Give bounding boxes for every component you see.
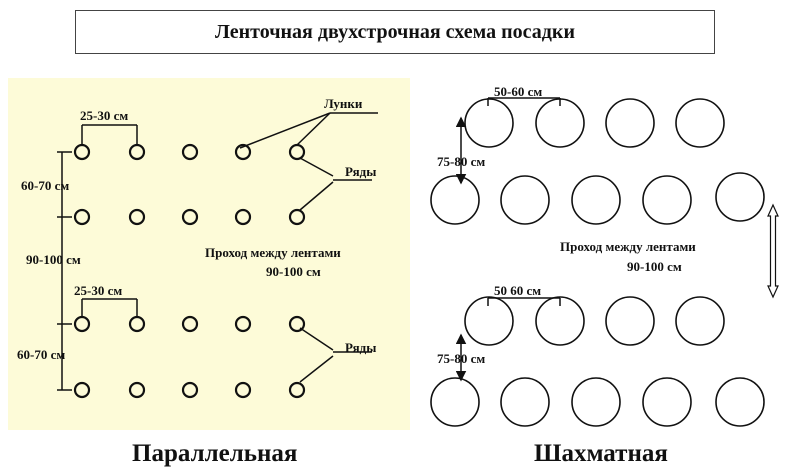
row-gap-label-top: 60-70 см bbox=[21, 178, 69, 193]
planting-hole bbox=[288, 143, 306, 161]
plant-circle bbox=[715, 377, 765, 427]
parallel-panel-background bbox=[8, 78, 410, 430]
hole-spacing-label-top: 25-30 см bbox=[80, 108, 128, 123]
staggered-dimension-lines bbox=[455, 97, 561, 382]
plant-circle bbox=[715, 172, 765, 222]
band-passage-arrow bbox=[767, 203, 779, 299]
planting-hole bbox=[128, 315, 146, 333]
planting-hole bbox=[73, 381, 91, 399]
hole-spacing-label-bottom: 25-30 см bbox=[74, 283, 122, 298]
planting-hole bbox=[234, 143, 252, 161]
parallel-passage-line1: Проход между лентами bbox=[205, 245, 341, 260]
plant-circle bbox=[605, 98, 655, 148]
planting-hole bbox=[234, 208, 252, 226]
planting-hole bbox=[128, 381, 146, 399]
staggered-spacing-label-bottom: 50 60 см bbox=[494, 283, 541, 298]
plant-circle bbox=[675, 98, 725, 148]
plant-circle bbox=[500, 175, 550, 225]
staggered-passage-line1: Проход между лентами bbox=[560, 239, 696, 254]
planting-hole bbox=[234, 381, 252, 399]
row-gap-label-bottom: 60-70 см bbox=[17, 347, 65, 362]
staggered-circles bbox=[430, 98, 765, 427]
plant-circle bbox=[535, 296, 585, 346]
planting-hole bbox=[181, 315, 199, 333]
staggered-row-gap-label-top: 75-80 см bbox=[437, 154, 485, 169]
planting-hole bbox=[73, 315, 91, 333]
page-title: Ленточная двухстрочная схема посадки bbox=[75, 10, 715, 54]
staggered-spacing-label-top: 50-60 см bbox=[494, 84, 542, 99]
planting-hole bbox=[288, 208, 306, 226]
planting-hole bbox=[288, 315, 306, 333]
plant-circle bbox=[605, 296, 655, 346]
parallel-dimension-lines bbox=[57, 112, 378, 391]
caption-staggered: Шахматная bbox=[534, 440, 668, 467]
plant-circle bbox=[464, 98, 514, 148]
parallel-passage-line2: 90-100 см bbox=[266, 264, 321, 279]
plant-circle bbox=[642, 175, 692, 225]
plant-circle bbox=[430, 377, 480, 427]
band-gap-label: 90-100 см bbox=[26, 252, 81, 267]
caption-parallel: Параллельная bbox=[132, 440, 298, 467]
plant-circle bbox=[571, 175, 621, 225]
staggered-passage-line2: 90-100 см bbox=[627, 259, 682, 274]
planting-hole bbox=[181, 381, 199, 399]
planting-hole bbox=[181, 208, 199, 226]
rows-label-top: Ряды bbox=[345, 164, 376, 179]
plant-circle bbox=[675, 296, 725, 346]
plant-circle bbox=[430, 175, 480, 225]
planting-hole bbox=[128, 143, 146, 161]
planting-hole bbox=[73, 143, 91, 161]
planting-hole bbox=[234, 315, 252, 333]
plant-circle bbox=[642, 377, 692, 427]
holes-label: Лунки bbox=[324, 96, 363, 111]
rows-label-bottom: Ряды bbox=[345, 340, 376, 355]
planting-hole bbox=[128, 208, 146, 226]
plant-circle bbox=[571, 377, 621, 427]
planting-hole bbox=[181, 143, 199, 161]
staggered-row-gap-label-bottom: 75-80 см bbox=[437, 351, 485, 366]
plant-circle bbox=[535, 98, 585, 148]
planting-hole bbox=[73, 208, 91, 226]
plant-circle bbox=[500, 377, 550, 427]
plant-circle bbox=[464, 296, 514, 346]
planting-hole bbox=[288, 381, 306, 399]
